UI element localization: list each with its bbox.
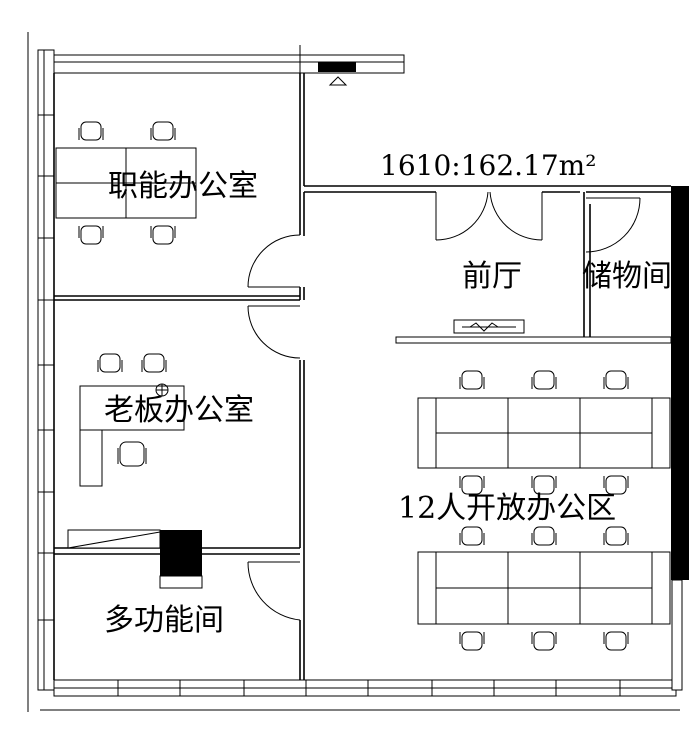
functional-office-desks: [55, 147, 197, 219]
boss-office-furniture: [79, 353, 185, 487]
bottom-window-strip: [40, 679, 680, 711]
top-wall: [53, 45, 405, 86]
left-window-strip: [27, 32, 55, 712]
doors: [247, 191, 641, 621]
room-label-open-office: 12人开放办公区: [398, 491, 616, 526]
open-office-chairs: [459, 370, 629, 651]
room-label-boss-office: 老板办公室: [104, 393, 254, 428]
open-office-desks-top: [417, 397, 671, 469]
walls: [53, 73, 672, 680]
room-label-multi-function-room: 多功能间: [104, 603, 224, 638]
multifunction-furniture: [67, 529, 203, 589]
functional-office-chairs: [78, 121, 176, 245]
reception-counter: [453, 319, 525, 334]
open-office-desks-bottom: [417, 551, 671, 625]
right-wall-lower: [671, 579, 683, 691]
right-wall: [671, 186, 689, 580]
room-label-storage: 储物间: [582, 259, 672, 294]
room-label-functional-office: 职能办公室: [108, 169, 258, 204]
area-label: 1610:162.17m²: [380, 149, 596, 182]
room-label-reception: 前厅: [462, 259, 522, 294]
